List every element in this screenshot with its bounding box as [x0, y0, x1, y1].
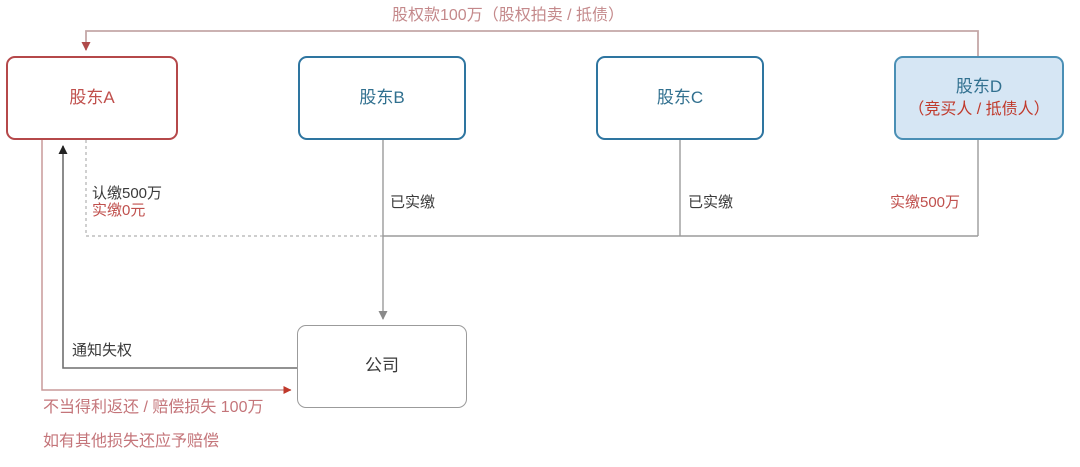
node-shareholder-a-label: 股东A — [69, 87, 115, 107]
node-shareholder-c[interactable]: 股东C — [596, 56, 764, 140]
node-shareholder-d[interactable]: 股东D （竞买人 / 抵债人） — [894, 56, 1064, 140]
node-company[interactable]: 公司 — [297, 325, 467, 408]
edge-a-capital-dashed — [85, 140, 383, 237]
label-claim-line1: 不当得利返还 / 赔偿损失 100万 — [43, 399, 264, 416]
node-shareholder-a[interactable]: 股东A — [6, 56, 178, 140]
label-a-paid: 实缴0元 — [92, 202, 146, 219]
label-notify-forfeit: 通知失权 — [72, 342, 133, 359]
node-shareholder-d-sublabel: （竞买人 / 抵债人） — [908, 100, 1050, 118]
node-shareholder-b-label: 股东B — [359, 87, 405, 107]
label-a-subscribed: 认缴500万 — [92, 185, 163, 202]
label-b-paid: 已实缴 — [390, 194, 436, 211]
edge-notify-forfeit — [58, 145, 297, 369]
edge-equity-payment — [81, 30, 979, 56]
label-d-paid: 实缴500万 — [890, 194, 961, 211]
label-equity-payment: 股权款100万（股权拍卖 / 抵债） — [392, 7, 625, 24]
node-shareholder-d-label: 股东D — [955, 76, 1003, 96]
node-company-label: 公司 — [365, 356, 399, 376]
label-claim-line2: 如有其他损失还应予赔偿 — [43, 433, 220, 450]
node-shareholder-b[interactable]: 股东B — [298, 56, 466, 140]
node-shareholder-c-label: 股东C — [656, 87, 704, 107]
edge-claim-to-company — [41, 140, 292, 394]
label-c-paid: 已实缴 — [688, 194, 734, 211]
